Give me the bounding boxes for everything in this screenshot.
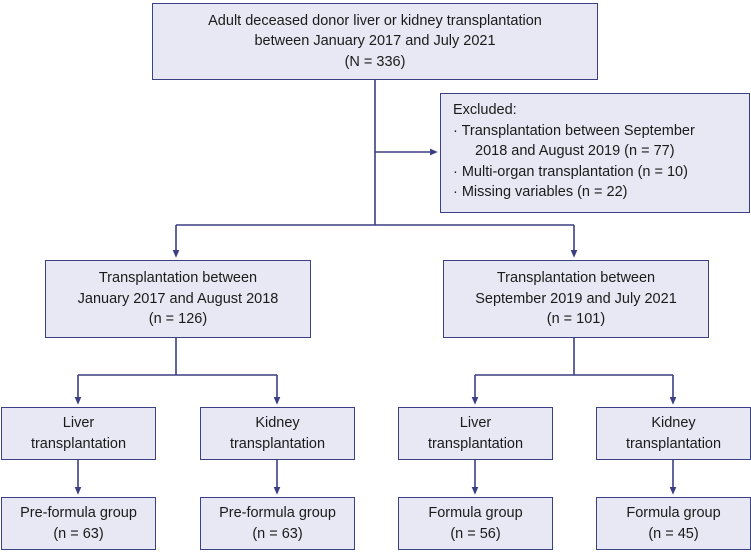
node-group-2-line1: Pre-formula group bbox=[219, 504, 336, 521]
node-group-1-line2: (n = 63) bbox=[53, 525, 104, 542]
node-organ-2: Kidney transplantation bbox=[200, 407, 355, 460]
node-organ-3-line1: Liver bbox=[459, 414, 492, 431]
node-organ-1-line1: Liver bbox=[62, 414, 95, 431]
node-group-3: Formula group (n = 56) bbox=[398, 497, 553, 550]
node-period-left-line3: (n = 126) bbox=[148, 311, 208, 328]
node-root-line2: between January 2017 and July 2021 bbox=[254, 33, 496, 50]
node-organ-4-line1: Kidney bbox=[651, 414, 696, 431]
node-excluded-item1-a: · Transplantation between September bbox=[453, 122, 695, 139]
node-excluded-item1-b: 2018 and August 2019 (n = 77) bbox=[475, 143, 675, 160]
node-organ-2-line1: Kidney bbox=[255, 414, 300, 431]
node-organ-1-line2: transplantation bbox=[30, 435, 127, 452]
node-group-1: Pre-formula group (n = 63) bbox=[1, 497, 156, 550]
node-excluded-item2: · Multi-organ transplantation (n = 10) bbox=[453, 163, 688, 180]
node-period-right-line3: (n = 101) bbox=[546, 311, 606, 328]
node-root-line3: (N = 336) bbox=[344, 53, 406, 70]
node-period-left-line2: January 2017 and August 2018 bbox=[77, 290, 279, 307]
node-organ-3-line2: transplantation bbox=[427, 435, 524, 452]
node-group-3-line1: Formula group bbox=[428, 504, 523, 521]
node-organ-4-line2: transplantation bbox=[625, 435, 722, 452]
node-root-line1: Adult deceased donor liver or kidney tra… bbox=[208, 12, 542, 29]
node-organ-2-line2: transplantation bbox=[229, 435, 326, 452]
node-group-2-line2: (n = 63) bbox=[252, 525, 303, 542]
node-group-3-line2: (n = 56) bbox=[450, 525, 501, 542]
node-period-left-line1: Transplantation between bbox=[98, 270, 258, 287]
node-period-right: Transplantation between September 2019 a… bbox=[443, 260, 709, 338]
node-period-right-line2: September 2019 and July 2021 bbox=[475, 290, 677, 307]
node-organ-1: Liver transplantation bbox=[1, 407, 156, 460]
node-group-4: Formula group (n = 45) bbox=[596, 497, 751, 550]
node-organ-3: Liver transplantation bbox=[398, 407, 553, 460]
node-excluded: Excluded: · Transplantation between Sept… bbox=[440, 93, 750, 213]
node-period-left: Transplantation between January 2017 and… bbox=[45, 260, 311, 338]
node-excluded-item3: · Missing variables (n = 22) bbox=[453, 184, 628, 201]
node-excluded-heading: Excluded: bbox=[453, 102, 517, 118]
node-root: Adult deceased donor liver or kidney tra… bbox=[152, 3, 598, 80]
node-organ-4: Kidney transplantation bbox=[596, 407, 751, 460]
node-group-2: Pre-formula group (n = 63) bbox=[200, 497, 355, 550]
node-group-4-line1: Formula group bbox=[626, 504, 721, 521]
node-group-4-line2: (n = 45) bbox=[648, 525, 699, 542]
node-period-right-line1: Transplantation between bbox=[496, 270, 656, 287]
node-group-1-line1: Pre-formula group bbox=[20, 504, 137, 521]
